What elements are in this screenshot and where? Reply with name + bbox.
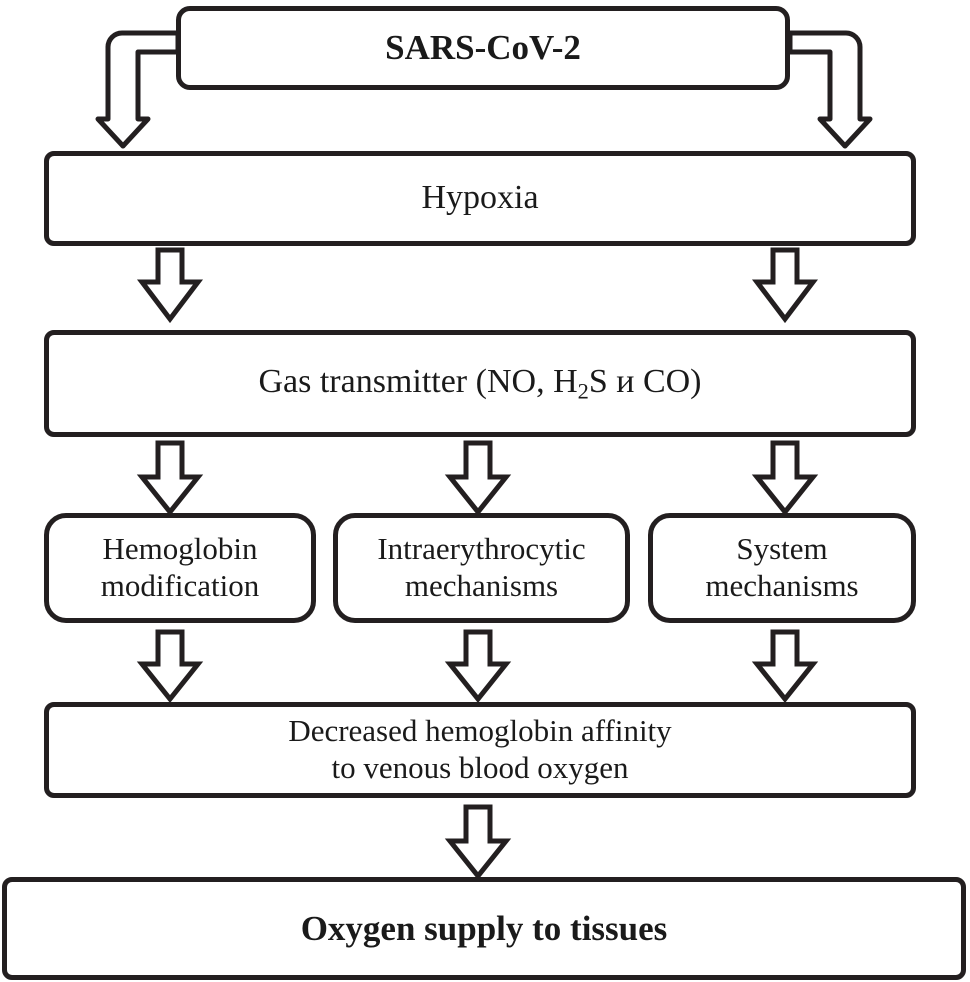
connector-gas-to-system-shape [751, 440, 819, 517]
connector-hemoglobin-to-decreased-shape [136, 629, 204, 704]
decreased-line-1: Decreased hemoglobin affinity [288, 713, 672, 749]
connector-sars-to-hypoxia-right-shape [787, 30, 873, 149]
gas-label-part-before: Gas transmitter (NO, H [258, 363, 578, 401]
node-sars-cov-2-label: SARS-CoV-2 [385, 28, 581, 68]
hemoglobin-line-2: modification [100, 568, 260, 603]
connector-hypoxia-to-gas-right-shape [751, 247, 819, 324]
connector-hypoxia-to-gas-left-shape [136, 247, 204, 324]
intraerythrocytic-line-2: mechanisms [404, 568, 559, 603]
connector-system-to-decreased-shape [751, 629, 819, 704]
node-hypoxia-label: Hypoxia [421, 179, 539, 217]
gas-label-subscript: 2 [577, 378, 589, 404]
node-oxygen-supply-to-tissues: Oxygen supply to tissues [2, 877, 966, 980]
intraerythrocytic-line-1: Intraerythrocytic [377, 531, 586, 567]
connector-decreased-to-oxygen-shape [444, 804, 512, 881]
node-sars-cov-2: SARS-CoV-2 [176, 6, 790, 90]
connector-gas-to-intraerythrocytic-shape [444, 440, 512, 517]
connector-intraerythrocytic-to-decreased-shape [444, 629, 512, 704]
node-hypoxia: Hypoxia [44, 151, 916, 246]
decreased-line-2: to venous blood oxygen [331, 750, 629, 785]
node-oxygen-supply-to-tissues-label: Oxygen supply to tissues [300, 908, 668, 948]
system-line-1: System [736, 531, 828, 567]
hemoglobin-line-1: Hemoglobin [102, 531, 258, 567]
node-gas-transmitter-label: Gas transmitter (NO, H2S и CO) [49, 362, 911, 405]
gas-label-part-after: S и CO) [588, 363, 702, 401]
system-line-2: mechanisms [705, 568, 859, 603]
connector-gas-to-hemoglobin-shape [136, 440, 204, 517]
node-gas-transmitter: Gas transmitter (NO, H2S и CO) [44, 330, 916, 437]
connector-sars-to-hypoxia-left-shape [95, 30, 181, 149]
